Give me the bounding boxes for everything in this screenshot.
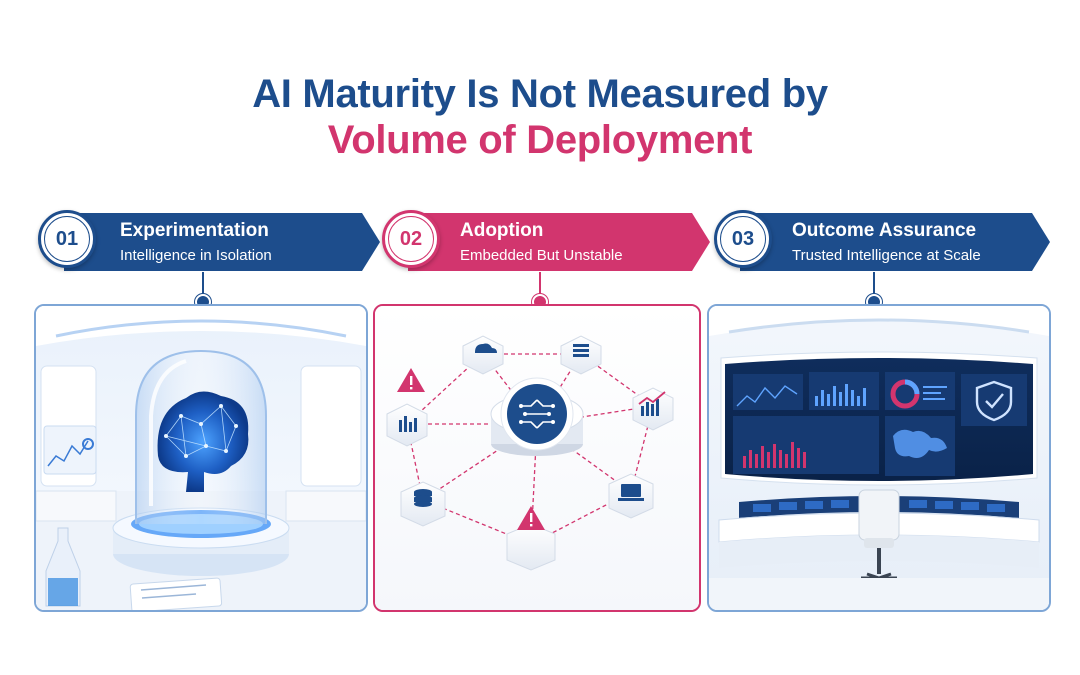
stage-1-banner: 01 Experimentation Intelligence in Isola…	[38, 210, 380, 271]
stage-3-illustration	[707, 304, 1051, 612]
stage-2-subtitle: Embedded But Unstable	[460, 247, 623, 264]
stage-2-number-badge: 02	[382, 210, 440, 268]
stage-3-title: Outcome Assurance	[792, 220, 977, 241]
stage-3-arrow-shape	[740, 213, 1050, 271]
stage-2-arrow-shape	[408, 213, 710, 271]
stage-2-illustration	[373, 304, 701, 612]
stage-1-illustration	[34, 304, 368, 612]
stage-2-connector	[539, 272, 541, 298]
stage-1-subtitle: Intelligence in Isolation	[120, 247, 272, 264]
stage-3-subtitle: Trusted Intelligence at Scale	[792, 247, 981, 264]
page-title-line1: AI Maturity Is Not Measured by	[252, 72, 828, 116]
page-title-line2: Volume of Deployment	[327, 118, 753, 162]
stage-2-banner: 02 Adoption Embedded But Unstable	[382, 210, 710, 271]
stage-2-title: Adoption	[460, 220, 544, 241]
stage-1-title: Experimentation	[120, 220, 269, 241]
stage-1-connector	[202, 272, 204, 298]
stage-1-arrow-shape	[64, 213, 380, 271]
stage-1-number-badge: 01	[38, 210, 96, 268]
stage-3-connector	[873, 272, 875, 298]
stage-3-banner: 03 Outcome Assurance Trusted Intelligenc…	[714, 210, 1050, 271]
stage-3-number-badge: 03	[714, 210, 772, 268]
